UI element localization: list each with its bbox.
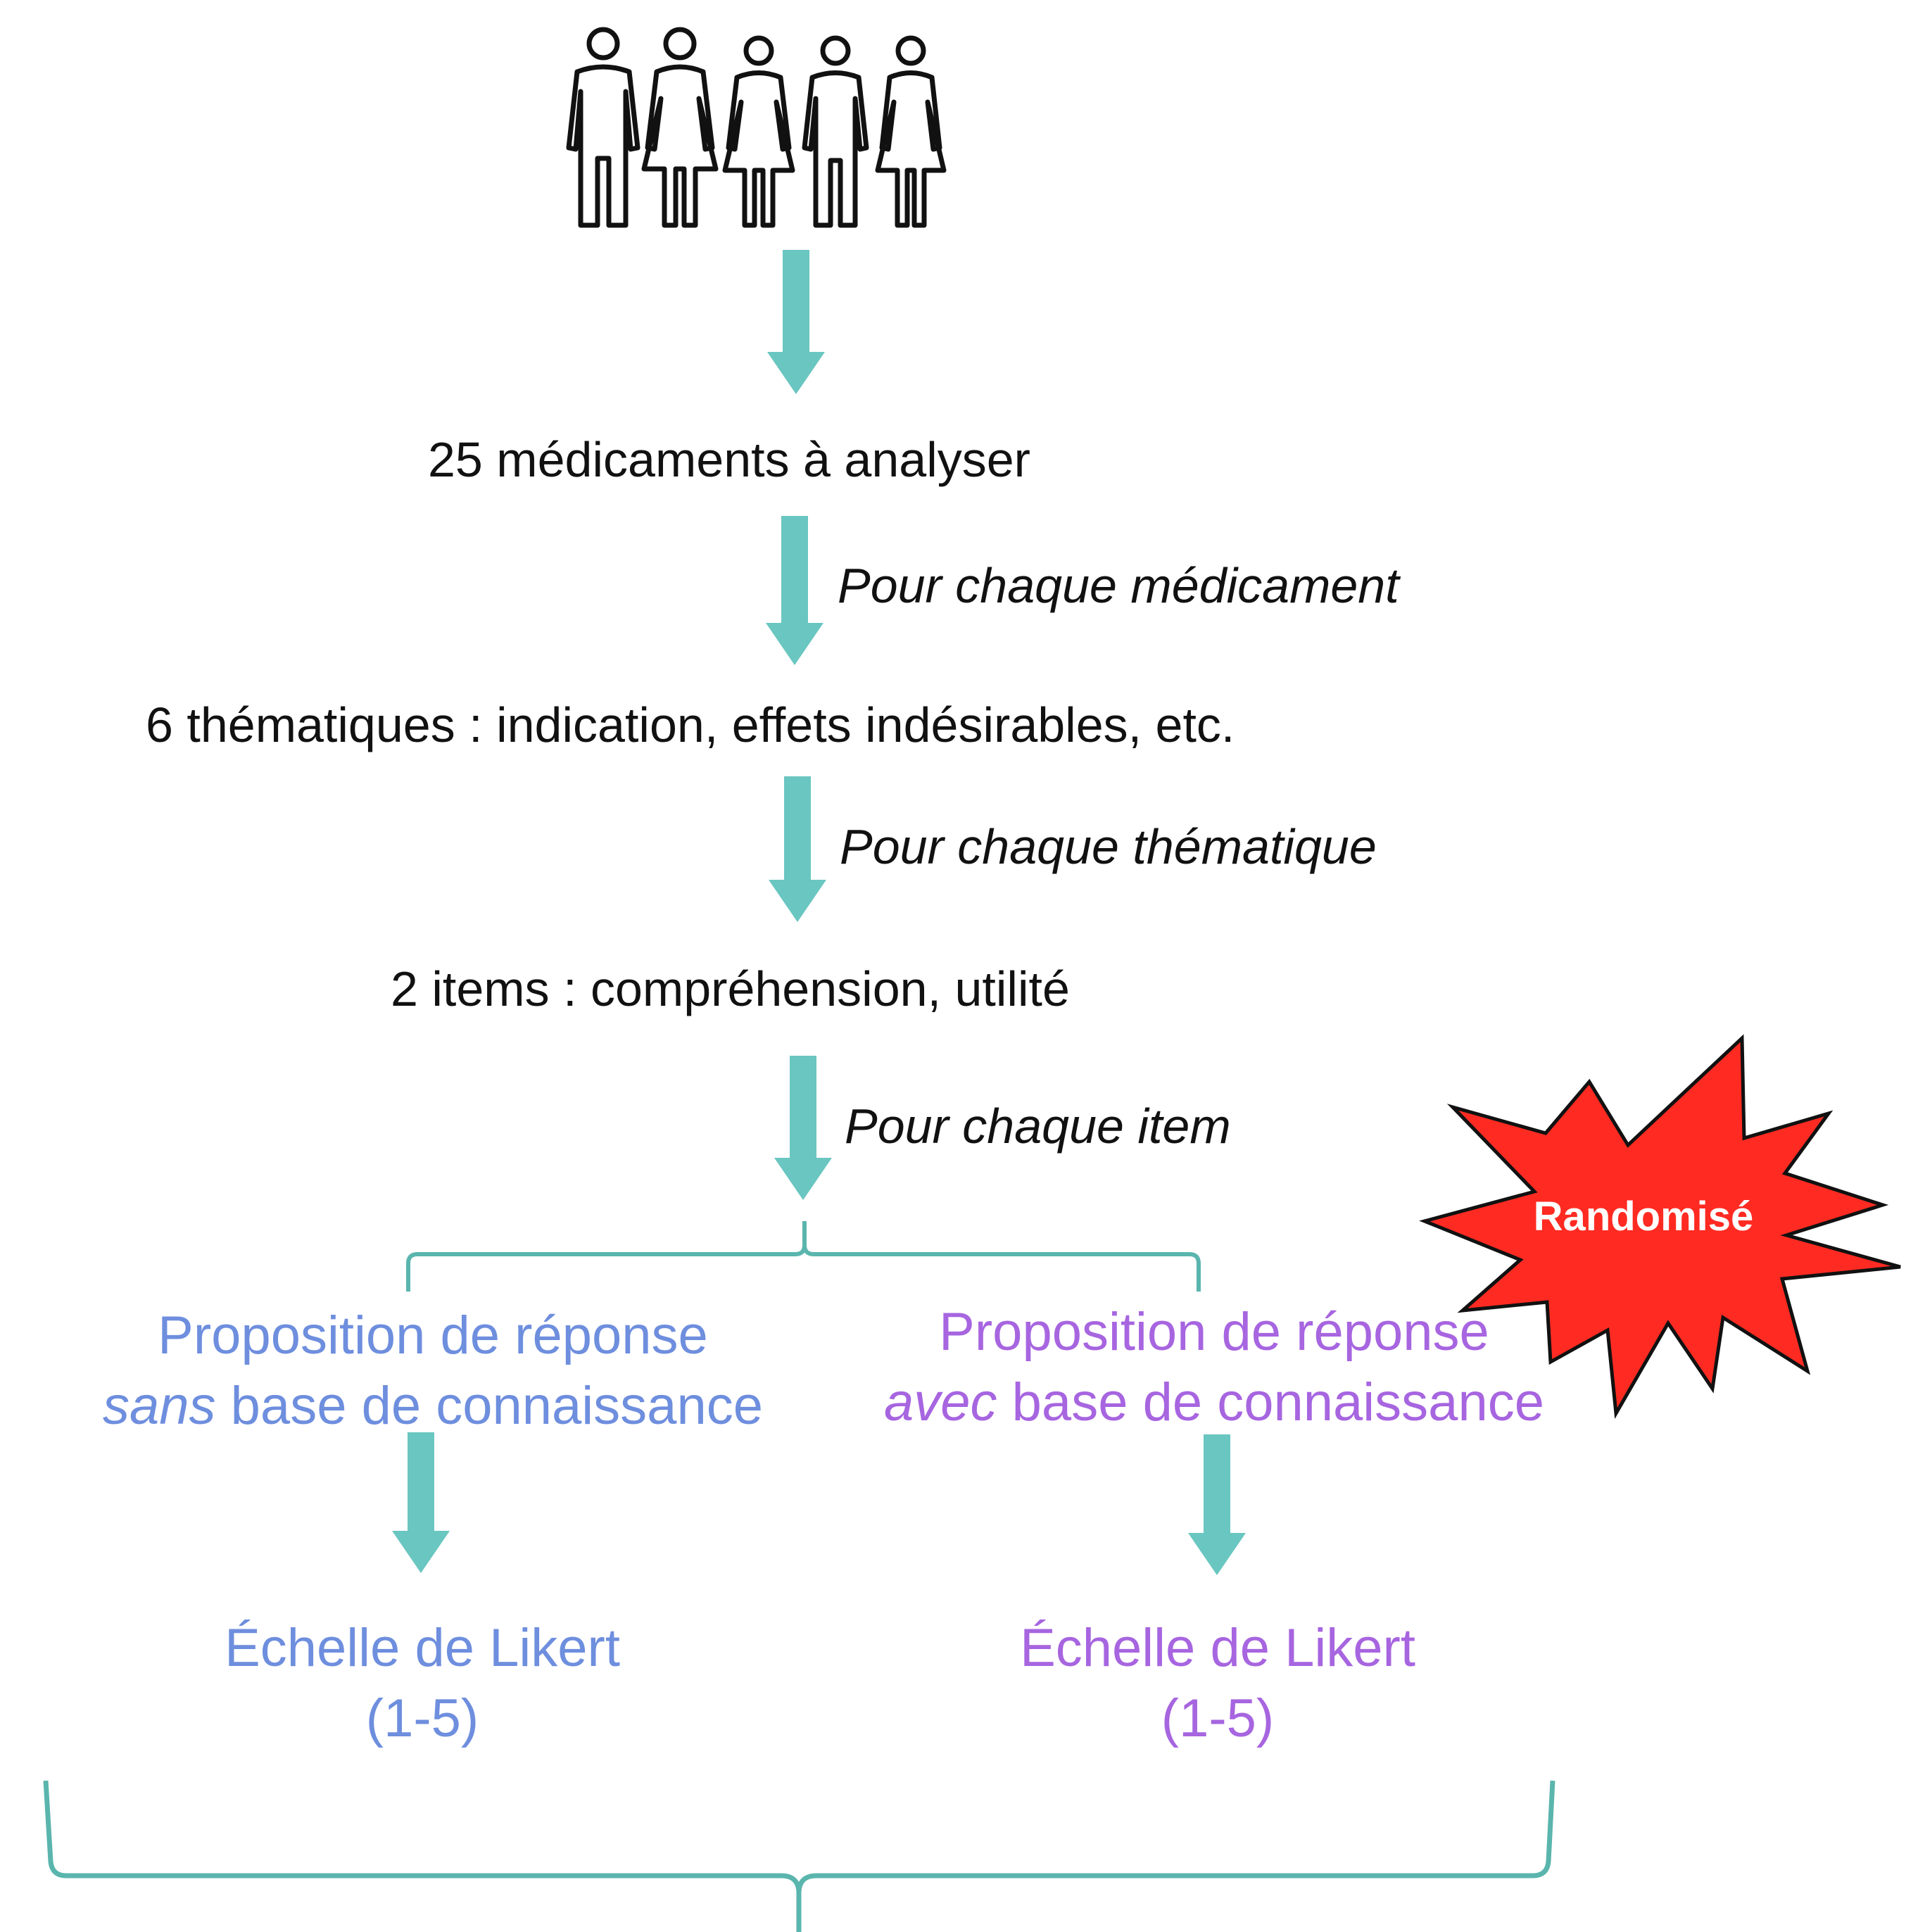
answer-with-kb-line1: Proposition de réponse	[939, 1302, 1489, 1362]
answer-without-kb-emphasis: sans	[103, 1376, 216, 1437]
split-brace	[406, 1221, 1201, 1292]
answer-without-kb-rest: base de connaissance	[215, 1376, 763, 1437]
for-each-drug-note: Pour chaque médicament	[838, 558, 1399, 613]
drugs-count-label: 25 médicaments à analyser	[428, 432, 1030, 487]
starburst-icon	[1419, 1034, 1901, 1419]
arrow-items-to-branches	[774, 1056, 832, 1200]
answer-with-kb-line2: avec base de connaissance	[845, 1368, 1584, 1438]
answer-with-kb-rest: base de connaissance	[997, 1372, 1544, 1433]
answer-without-kb-line2: sans base de connaissance	[63, 1371, 802, 1441]
likert-scale-left-range: (1-5)	[365, 1688, 479, 1749]
themes-label: 6 thématiques : indication, effets indés…	[146, 697, 1235, 752]
arrow-left-to-scale	[392, 1432, 450, 1573]
answer-without-kb: Proposition de réponse sans base de conn…	[63, 1301, 802, 1442]
for-each-theme-note: Pour chaque thématique	[840, 819, 1377, 874]
bottom-brace	[43, 1780, 1555, 1932]
likert-scale-right: Échelle de Likert (1-5)	[936, 1613, 1499, 1755]
arrow-right-to-scale	[1188, 1434, 1246, 1575]
likert-scale-left: Échelle de Likert (1-5)	[141, 1613, 704, 1755]
group-of-people-icon	[566, 27, 947, 228]
arrow-people-to-drugs	[767, 250, 825, 394]
arrow-drugs-to-themes	[766, 516, 823, 665]
items-label: 2 items : compréhension, utilité	[391, 961, 1070, 1016]
likert-scale-right-title: Échelle de Likert	[1020, 1618, 1415, 1678]
randomised-badge-label: Randomisé	[1533, 1194, 1754, 1239]
likert-scale-left-title: Échelle de Likert	[225, 1618, 620, 1678]
for-each-item-note: Pour chaque item	[845, 1099, 1231, 1154]
arrow-themes-to-items	[769, 776, 826, 922]
likert-scale-right-range: (1-5)	[1161, 1688, 1275, 1749]
answer-with-kb-emphasis: avec	[884, 1372, 997, 1433]
answer-without-kb-line1: Proposition de réponse	[158, 1306, 708, 1365]
answer-with-kb: Proposition de réponse avec base de conn…	[845, 1297, 1584, 1439]
